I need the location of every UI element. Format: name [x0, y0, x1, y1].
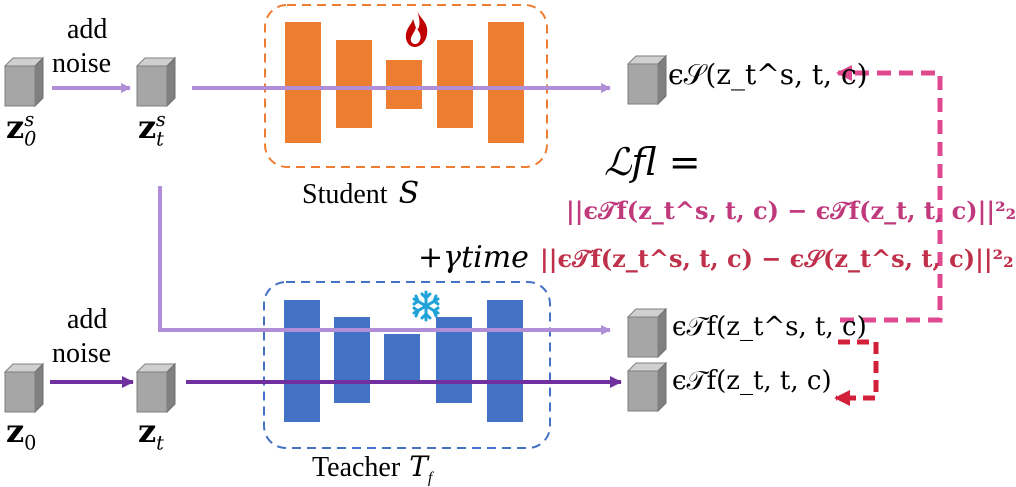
cube-zt: [136, 363, 176, 413]
student-output-label: ϵ𝒮(z_t^s, t, c): [668, 58, 868, 91]
cube-student-out: [627, 55, 667, 105]
snowflake-icon: [412, 290, 440, 322]
add-noise-top-word2: noise: [52, 48, 112, 79]
var-z0: z0: [6, 412, 37, 455]
add-noise-top-word1: add: [67, 14, 108, 45]
teacher-box: [263, 281, 551, 449]
loss-lhs: ℒfl =: [604, 140, 701, 184]
student-symbol: S: [398, 176, 420, 211]
diagram-graphics: [4, 4, 943, 449]
add-noise-bottom-word1: add: [67, 304, 108, 335]
cube-teacher-out-s: [627, 308, 667, 358]
student-unet: [285, 22, 524, 143]
teacher-output-label: ϵ𝒯f(z_t, t, c): [672, 366, 832, 396]
var-z0s: z0s: [6, 108, 37, 151]
cube-z0s: [4, 57, 44, 107]
cube-zts: [136, 57, 176, 107]
cube-teacher-out: [627, 362, 667, 412]
var-zts: zts: [138, 108, 166, 151]
teacher-output-s-label: ϵ𝒯f(z_t^s, t, c): [672, 312, 867, 342]
add-noise-bottom-word2: noise: [52, 338, 112, 369]
teacher-symbol-sub: f: [427, 469, 433, 487]
red-dashed-connector: [834, 339, 879, 406]
diagram-canvas: add noise add noise z0s zts z0 zt Studen…: [4, 4, 1016, 487]
zts-to-teacher-arrow: [158, 186, 611, 335]
student-caption: Student S: [302, 176, 420, 211]
cube-z0: [4, 363, 44, 413]
loss-term1: ||ϵ𝒯f(z_t^s, t, c) − ϵ𝒯f(z_t, t, c)||²₂: [566, 196, 1016, 225]
var-zt: zt: [138, 412, 164, 455]
flame-icon: [405, 10, 428, 47]
teacher-unet: [284, 300, 523, 422]
loss-term2-prefix: +γtime: [418, 240, 529, 275]
pink-dashed-connector: [836, 65, 943, 323]
teacher-symbol: T: [409, 450, 428, 483]
loss-term2: ||ϵ𝒯f(z_t^s, t, c) − ϵ𝒮(z_t^s, t, c)||²₂: [540, 244, 1014, 273]
teacher-caption: Teacher Tf: [312, 450, 433, 487]
